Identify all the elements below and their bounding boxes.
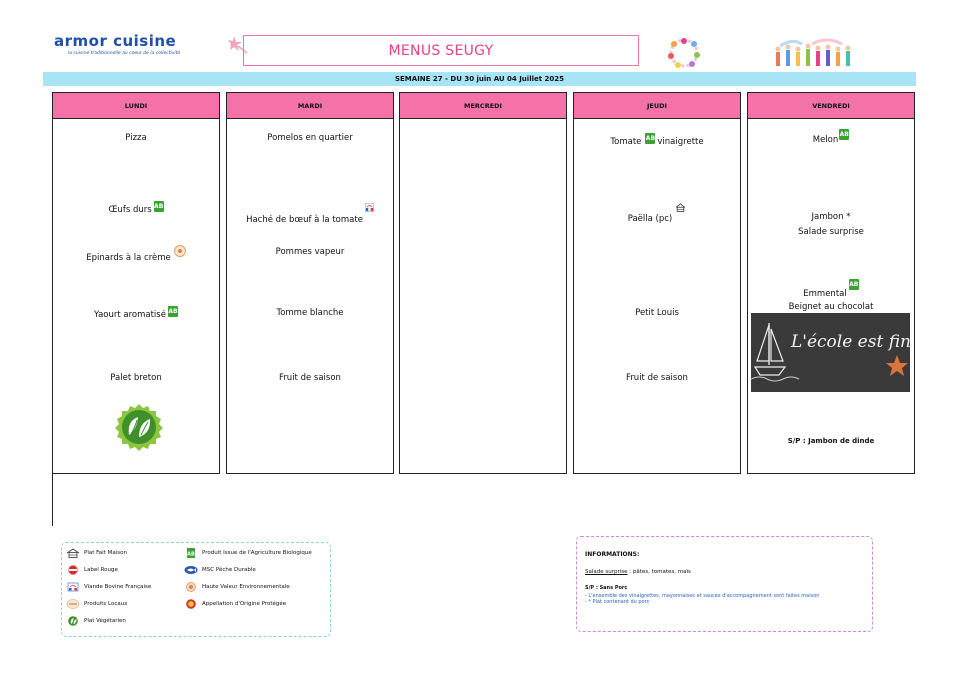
day-header: MERCREDI — [400, 93, 566, 119]
bio-ab-icon: AB — [848, 279, 859, 290]
dish: MelonAB — [812, 129, 850, 145]
dish: Fruit de saison — [279, 373, 341, 383]
day-header: VENDREDI — [748, 93, 914, 119]
house-icon — [676, 203, 686, 212]
day-column-mercredi: MERCREDI — [399, 92, 567, 474]
dish: Pommes vapeur — [275, 247, 345, 257]
dish: Paëlla (pc) — [574, 203, 740, 225]
page-title: MENUS SEUGY — [388, 42, 494, 59]
brand-logo: armor cuisine la cuisine traditionnelle … — [54, 32, 234, 56]
legend-item: Viande Bovine Française — [66, 582, 151, 592]
information-box: INFORMATIONS: Salade surprise : pâtes, t… — [576, 536, 873, 632]
bio-ab-icon: AB — [187, 548, 195, 558]
legend-item: Label Rouge — [66, 565, 118, 575]
info-salade: Salade surprise : pâtes, tomates, maïs — [585, 569, 691, 575]
title-box: MENUS SEUGY — [243, 35, 639, 66]
bio-ab-icon: AB — [839, 129, 850, 140]
sailboat-starfish-illustration: L'école est finie — [750, 313, 927, 392]
star-decoration-icon — [228, 36, 248, 54]
dish: Fruit de saison — [626, 373, 688, 383]
day-column-mardi: MARDI Pomelos en quartier Haché de bœuf … — [226, 92, 394, 474]
day-header: MARDI — [227, 93, 393, 119]
day-header: LUNDI — [53, 93, 219, 119]
dish: Petit Louis — [635, 308, 679, 318]
brand-tagline: la cuisine traditionnelle au coeur de la… — [68, 51, 181, 56]
bio-ab-icon: AB — [645, 133, 656, 144]
legend-box: Plat Fait Maison Label Rouge Viande Bovi… — [61, 542, 331, 637]
legend-item: Appellation d'Origine Protégée — [184, 599, 286, 609]
dish: Epinards à la crème — [53, 245, 219, 264]
dish: Haché de bœuf à la tomate — [227, 203, 393, 226]
dish: Pizza — [125, 133, 147, 143]
house-icon — [66, 548, 80, 558]
info-note: - L'ensemble des vinaigrettes, mayonnais… — [585, 593, 820, 599]
dish: Tomme blanche — [276, 308, 344, 318]
info-title: INFORMATIONS: — [585, 551, 640, 558]
vbf-icon — [364, 203, 374, 212]
legend-item: Plat Fait Maison — [66, 548, 127, 558]
dish: Salade surprise — [798, 227, 864, 237]
legend-item: AB Produit Issue de l'Agriculture Biolog… — [184, 548, 312, 558]
bio-ab-icon: AB — [167, 306, 178, 317]
label-rouge-icon — [68, 565, 78, 575]
dish: Beignet au chocolat — [788, 302, 874, 312]
vbf-icon — [67, 582, 79, 592]
hve-icon — [186, 582, 196, 592]
local-products-icon — [66, 599, 80, 609]
chalkboard-image: L'école est finie — [750, 313, 927, 392]
msc-fish-icon — [184, 566, 198, 574]
day-header: JEUDI — [574, 93, 740, 119]
week-label: SEMAINE 27 - DU 30 juin AU 04 Juillet 20… — [394, 75, 565, 83]
vegetarian-leaf-icon — [115, 404, 163, 451]
local-products-icon — [173, 245, 186, 257]
table-left-border — [52, 474, 53, 526]
aop-icon — [186, 599, 196, 609]
brand-name: armor cuisine — [54, 32, 177, 50]
week-banner: SEMAINE 27 - DU 30 juin AU 04 Juillet 20… — [43, 72, 916, 86]
chalk-text: L'école est finie — [790, 332, 910, 352]
day-column-vendredi: VENDREDI MelonAB Jambon * Salade surpris… — [747, 92, 915, 474]
children-crowd-icon — [775, 38, 851, 66]
info-note: - * Plat contenant du porc — [585, 599, 650, 605]
sans-porc-alternative: S/P : Jambon de dinde — [787, 437, 875, 445]
legend-item: MSC Pêche Durable — [184, 565, 256, 575]
svg-text:AB: AB — [187, 552, 195, 558]
vegetarian-leaf-icon — [68, 616, 78, 626]
dish: EmmentalAB — [803, 279, 859, 299]
dish: Jambon * — [811, 212, 851, 222]
bio-ab-icon: AB — [153, 201, 164, 212]
legend-item: Plat Végétarien — [66, 616, 126, 626]
children-circle-icon — [668, 38, 700, 68]
dish: Palet breton — [110, 373, 162, 383]
info-sans-porc: S/P : Sans Porc — [585, 585, 628, 591]
legend-item: Produits Locaux — [66, 599, 127, 609]
legend-item: Haute Valeur Environnementale — [184, 582, 290, 592]
dish: Pomelos en quartier — [267, 133, 353, 143]
